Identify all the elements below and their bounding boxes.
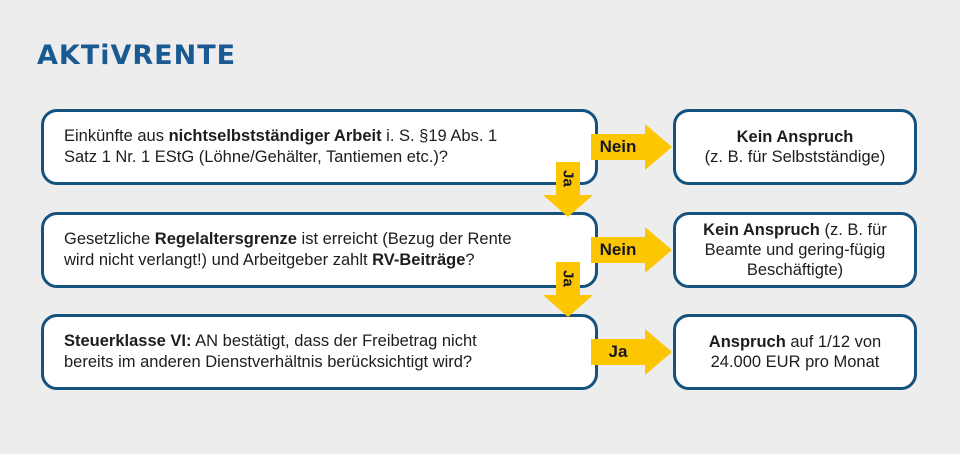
arrow-down-icon <box>543 195 593 217</box>
result-box-claim-amount: Anspruch auf 1/12 von 24.000 EUR pro Mon… <box>673 314 917 390</box>
result-line: 24.000 EUR pro Monat <box>710 353 880 371</box>
arrow-right-icon <box>645 329 672 375</box>
no-arrow-label: Nein <box>591 237 645 263</box>
arrow-right-icon <box>645 124 672 170</box>
result-line: Kein Anspruch (z. B. für <box>703 221 887 239</box>
no-arrow-row2: Nein <box>591 227 672 273</box>
question-line: Satz 1 Nr. 1 EStG (Löhne/Gehälter, Tanti… <box>64 148 448 166</box>
result-box-no-claim-self-employed: Kein Anspruch (z. B. für Selbstständige) <box>673 109 917 185</box>
result-line: Beamte und gering-fügig <box>704 241 886 259</box>
yes-arrow-label: Ja <box>559 270 577 287</box>
yes-arrow-row2-down: Ja <box>543 262 593 317</box>
yes-arrow-row3: Ja <box>591 329 672 375</box>
question-line: Einkünfte aus nichtselbstständiger Arbei… <box>64 127 498 145</box>
question-box-retirement-age: Gesetzliche Regelaltersgrenze ist erreic… <box>41 212 598 288</box>
yes-arrow-label: Ja <box>591 339 645 365</box>
question-line: bereits im anderen Dienstverhältnis berü… <box>64 353 473 371</box>
question-box-income: Einkünfte aus nichtselbstständiger Arbei… <box>41 109 598 185</box>
result-line: (z. B. für Selbstständige) <box>704 148 886 166</box>
yes-arrow-row1-down: Ja <box>543 162 593 217</box>
arrow-right-icon <box>645 227 672 273</box>
yes-arrow-shaft: Ja <box>556 262 580 295</box>
result-box-no-claim-civil-servants: Kein Anspruch (z. B. für Beamte und geri… <box>673 212 917 288</box>
result-line: Beschäftigte) <box>746 261 844 279</box>
result-line: Kein Anspruch <box>736 128 854 146</box>
result-line: Anspruch auf 1/12 von <box>708 333 882 351</box>
no-arrow-row1: Nein <box>591 124 672 170</box>
arrow-down-icon <box>543 295 593 317</box>
question-line: wird nicht verlangt!) und Arbeitgeber za… <box>64 251 475 269</box>
no-arrow-label: Nein <box>591 134 645 160</box>
yes-arrow-shaft: Ja <box>556 162 580 195</box>
page-title: AKTiVRENTE <box>37 40 237 71</box>
question-line: Gesetzliche Regelaltersgrenze ist erreic… <box>64 230 512 248</box>
yes-arrow-label: Ja <box>559 170 577 187</box>
question-line: Steuerklasse VI: AN bestätigt, dass der … <box>64 332 477 350</box>
question-box-tax-class: Steuerklasse VI: AN bestätigt, dass der … <box>41 314 598 390</box>
